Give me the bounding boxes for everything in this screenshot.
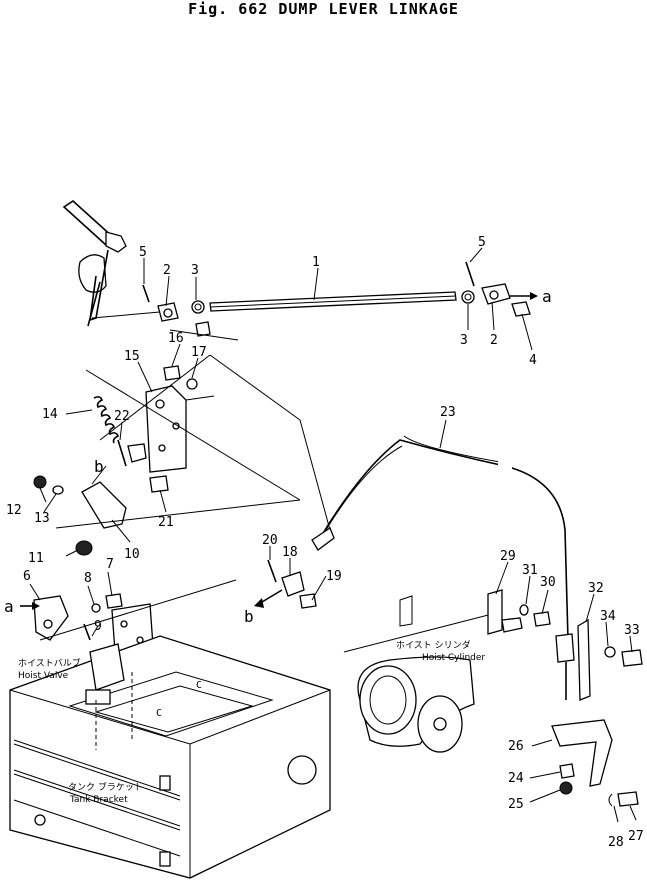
callout-12: 12: [6, 503, 22, 518]
callout-34: 34: [600, 609, 616, 624]
dump-lever-assembly: [62, 199, 161, 327]
callout-2: 2: [163, 263, 171, 278]
callout-20: 20: [262, 533, 278, 548]
callout-14: 14: [42, 407, 58, 422]
plate-label-c: C: [196, 680, 202, 691]
callout-10: 10: [124, 547, 140, 562]
callout-16: 16: [168, 331, 184, 346]
tank-bracket-en-label: Tank Bracket: [69, 795, 128, 805]
callout-13: 13: [34, 511, 50, 526]
callout-30: 30: [540, 575, 556, 590]
callout-27: 27: [628, 829, 644, 844]
callout-22: 22: [114, 409, 130, 424]
callout-24: 24: [508, 771, 524, 786]
callout-29: 29: [500, 549, 516, 564]
tank-assembly: [9, 635, 331, 879]
callout-15: 15: [124, 349, 140, 364]
callout-17: 17: [191, 345, 207, 360]
callout-26: 26: [508, 739, 524, 754]
bracket-plate-assembly: [33, 354, 331, 556]
plate-label-c: C: [156, 708, 162, 719]
cable-end-lever: [254, 559, 317, 609]
callout-5: 5: [478, 235, 486, 250]
ref-a-left: a: [4, 597, 14, 616]
callout-23: 23: [440, 405, 456, 420]
callout-25: 25: [508, 797, 524, 812]
ref-b-upper: b: [94, 457, 104, 476]
rod-assembly: [142, 261, 538, 341]
callout-18: 18: [282, 545, 298, 560]
callout-2: 2: [490, 333, 498, 348]
callout-4: 4: [529, 353, 537, 368]
callout-11: 11: [28, 551, 44, 566]
callout-1: 1: [312, 255, 320, 270]
callout-3: 3: [460, 333, 468, 348]
hoist-cylinder-en-label: Hoist Cylinder: [422, 653, 485, 663]
callout-28: 28: [608, 835, 624, 850]
callout-5: 5: [139, 245, 147, 260]
reference-letters: a a b b: [4, 287, 552, 626]
hoist-valve-jp-label: ホイストバルブ: [18, 657, 81, 669]
callout-21: 21: [158, 515, 174, 530]
control-cable: [311, 435, 575, 700]
hoist-valve-en-label: Hoist Valve: [18, 671, 69, 681]
callout-7: 7: [106, 557, 114, 572]
callout-19: 19: [326, 569, 342, 584]
ref-a-top: a: [542, 287, 552, 306]
callout-numbers: 1 2 2 3 3 4 5 5 6 7 8 9 10 11 12 13 14 1…: [6, 235, 644, 850]
callout-32: 32: [588, 581, 604, 596]
figure-title: Fig. 662 DUMP LEVER LINKAGE: [188, 0, 459, 18]
callout-33: 33: [624, 623, 640, 638]
callout-8: 8: [84, 571, 92, 586]
component-labels: ホイストバルブ Hoist Valve ホイスト シリンダ Hoist Cyli…: [18, 639, 485, 805]
hoist-cylinder-assembly: [343, 589, 643, 807]
callout-leaders: [29, 247, 637, 823]
hoist-cylinder-jp-label: ホイスト シリンダ: [396, 639, 471, 651]
callout-6: 6: [23, 569, 31, 584]
ref-b-lower: b: [244, 607, 254, 626]
tank-bracket-jp-label: タンク ブラケット: [68, 781, 143, 793]
callout-3: 3: [191, 263, 199, 278]
callout-31: 31: [522, 563, 538, 578]
callout-9: 9: [94, 619, 102, 634]
